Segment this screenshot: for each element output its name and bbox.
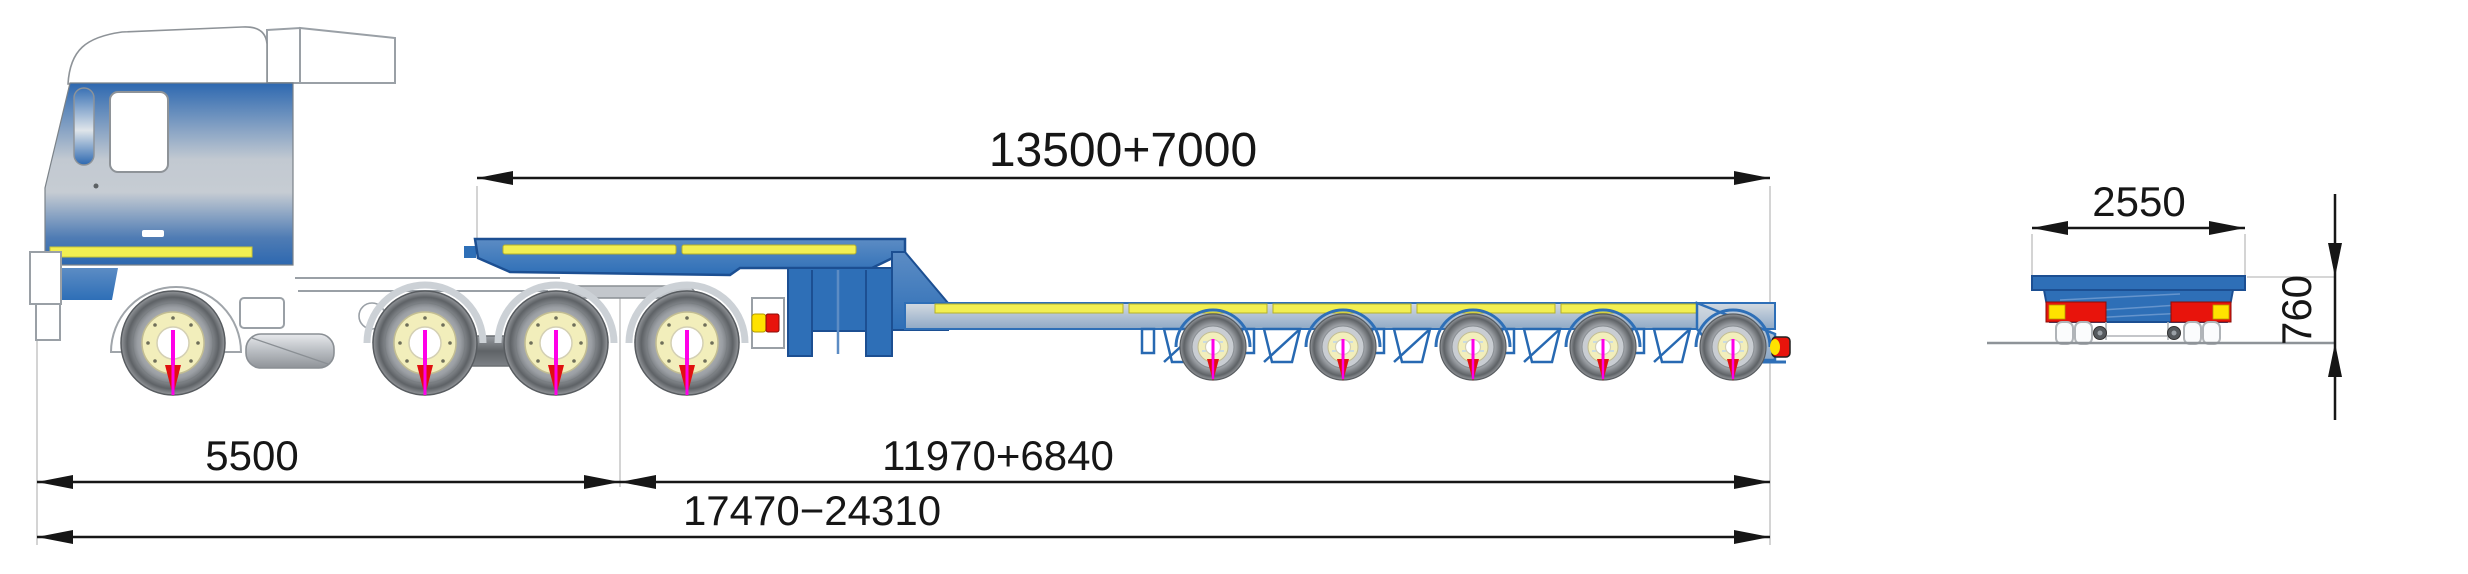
door-handle xyxy=(142,230,164,237)
dim-label-overall-length: 17470−24310 xyxy=(683,487,941,534)
arrow-right xyxy=(1734,171,1770,185)
trailer-wheel xyxy=(1699,313,1767,382)
rear-view: 2550 760 xyxy=(1987,178,2342,420)
arrow-left xyxy=(620,475,656,489)
arrow-right xyxy=(2209,221,2245,235)
gooseneck-support xyxy=(787,267,893,357)
gooseneck-stripe xyxy=(502,244,677,255)
trailer-wheel xyxy=(1569,313,1637,382)
rear-reflector-right xyxy=(2212,304,2230,320)
arrow-up xyxy=(2328,343,2342,377)
rear-deck-flange xyxy=(2031,275,2246,291)
rear-marker-red xyxy=(765,313,780,333)
rear-marker-yellow xyxy=(751,313,767,333)
side-step-box xyxy=(239,297,285,329)
bumper-step xyxy=(35,303,61,341)
trailer-wheel-arches xyxy=(1174,308,1772,348)
tail-light xyxy=(1770,336,1791,358)
tractor-wheel xyxy=(372,290,478,397)
cab-mirror xyxy=(73,87,95,166)
front-skirt xyxy=(45,268,118,300)
dim-overall-width: 2550 xyxy=(2032,178,2245,235)
cab-side-window xyxy=(109,91,169,173)
arrow-right xyxy=(1734,530,1770,544)
rear-wheels xyxy=(2055,321,2221,345)
dim-label-front-to-kingpin: 5500 xyxy=(205,432,298,479)
arrow-left xyxy=(37,475,73,489)
dim-label-deck-height: 760 xyxy=(2273,275,2320,345)
front-bumper xyxy=(29,251,62,305)
dim-label-kingpin-to-rear: 11970+6840 xyxy=(882,432,1114,479)
cab-body xyxy=(44,82,294,266)
trailer-wheel xyxy=(1309,313,1377,382)
cab-roof xyxy=(67,26,268,85)
rear-reflector-left xyxy=(2048,304,2066,320)
arrow-left xyxy=(477,171,513,185)
dim-label-overall-width: 2550 xyxy=(2092,178,2185,225)
arrow-left xyxy=(2032,221,2068,235)
trailer-wheel xyxy=(1179,313,1247,382)
side-view: 13500+7000 5500 11970+6840 17470−24310 xyxy=(29,26,1791,544)
deck-stripes xyxy=(934,303,1698,314)
tractor-wheel xyxy=(634,290,740,397)
truck-cab xyxy=(29,26,294,341)
tractor-wheel xyxy=(120,290,226,397)
extension-lines xyxy=(36,186,1771,545)
cab-stripe xyxy=(49,246,253,258)
arrow-right xyxy=(1734,475,1770,489)
arrow-right xyxy=(584,475,620,489)
dim-overall-length: 17470−24310 xyxy=(37,487,1770,544)
arrow-left xyxy=(37,530,73,544)
trailer-wheel xyxy=(1439,313,1507,382)
door-lock xyxy=(93,183,99,189)
dim-kingpin-to-rear: 11970+6840 xyxy=(620,432,1770,489)
dim-platform-length: 13500+7000 xyxy=(477,124,1770,185)
gooseneck-nose xyxy=(464,246,476,258)
gooseneck-stripe xyxy=(681,244,857,255)
dim-deck-height: 760 xyxy=(2273,194,2342,420)
gooseneck xyxy=(464,237,949,357)
rear-body xyxy=(2031,275,2246,323)
dim-front-to-kingpin: 5500 xyxy=(37,432,620,489)
arrow-down xyxy=(2328,243,2342,277)
dim-label-platform-length: 13500+7000 xyxy=(989,124,1257,177)
tractor-wheel xyxy=(503,290,609,397)
